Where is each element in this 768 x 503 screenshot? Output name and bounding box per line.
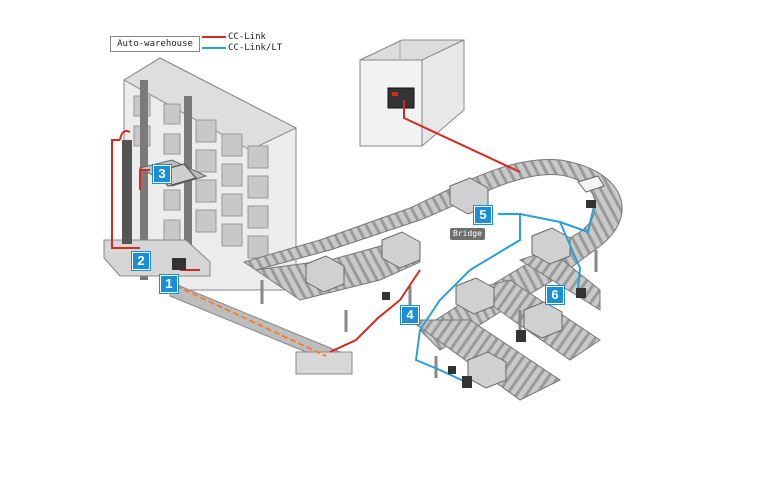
badge-2: 2	[132, 252, 150, 270]
cc-link-lt-cable	[414, 205, 595, 385]
legend-label-cc-link: CC-Link	[228, 32, 266, 42]
bridge-label: Bridge	[450, 228, 485, 240]
sensors	[172, 200, 596, 388]
legend-item-cc-link-lt: CC-Link/LT	[202, 43, 282, 53]
badge-3: 3	[153, 165, 171, 183]
cc-link-lt-swatch	[202, 46, 226, 49]
badge-1: 1	[160, 275, 178, 293]
cc-link-swatch	[202, 35, 226, 38]
legend-label-cc-link-lt: CC-Link/LT	[228, 43, 283, 53]
badge-6: 6	[546, 286, 564, 304]
cc-link-cable	[111, 100, 521, 353]
badge-4: 4	[401, 306, 419, 324]
boxes	[305, 177, 571, 389]
control-cabinet	[359, 39, 465, 147]
legend-item-cc-link: CC-Link	[202, 32, 266, 42]
badge-5: 5	[474, 206, 492, 224]
legend-title: Auto-warehouse	[110, 36, 200, 52]
